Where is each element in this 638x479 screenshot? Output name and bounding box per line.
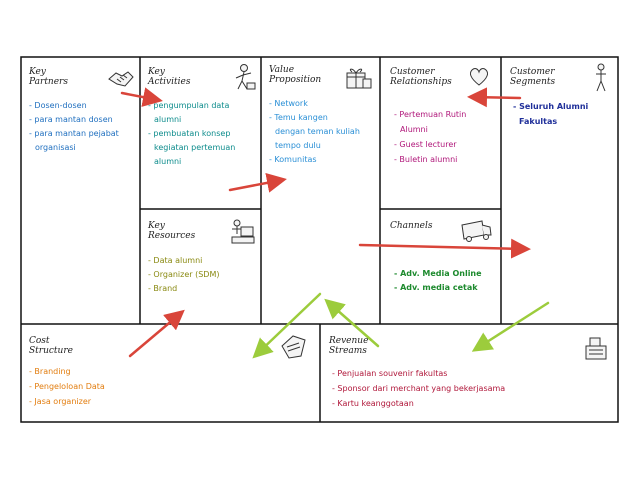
title-line: Activities: [148, 77, 191, 87]
list-item: Fakultas: [519, 117, 558, 126]
key-activities-block: Key Activities - pengumpulan data alumni…: [140, 57, 261, 209]
list-item: - Pengeloloan Data: [29, 382, 105, 391]
title-line: Cost: [29, 336, 50, 346]
title-line: Key: [148, 221, 165, 231]
list-item: - Sponsor dari merchant yang bekerjasama: [332, 384, 506, 393]
channels-list: - Adv. Media Online - Adv. media cetak: [394, 267, 482, 295]
list-item: kegiatan pertemuan: [154, 143, 236, 152]
key-partners-title: Key Partners: [29, 67, 68, 87]
cost-structure-title: Cost Structure: [29, 336, 73, 356]
list-item: - para mantan dosen: [29, 115, 113, 124]
key-partners-block: Key Partners - Dosen-dosen - para mantan…: [21, 57, 140, 324]
revenue-streams-title: Revenue Streams: [329, 336, 368, 356]
cost-structure-list: - Branding - Pengeloloan Data - Jasa org…: [29, 364, 105, 409]
cash-register-icon: [585, 337, 607, 360]
list-item: - Branding: [29, 367, 71, 376]
list-item: - Guest lecturer: [394, 140, 457, 149]
title-line: Channels: [390, 221, 433, 231]
gift-icon: [346, 68, 372, 89]
list-item: - Organizer (SDM): [148, 270, 220, 279]
list-item: organisasi: [35, 143, 76, 152]
customer-relationships-block: Customer Relationships - Pertemuan Rutin…: [380, 57, 501, 209]
list-item: Alumni: [400, 125, 428, 134]
list-item: tempo dulu: [275, 141, 321, 150]
list-item: - pengumpulan data: [148, 101, 230, 110]
title-line: Key: [29, 67, 46, 77]
list-item: - Buletin alumni: [394, 155, 458, 164]
title-line: Structure: [29, 346, 73, 356]
title-line: Partners: [29, 77, 68, 87]
title-line: Streams: [329, 346, 367, 356]
key-resources-title: Key Resources: [148, 221, 195, 241]
value-proposition-title: Value Proposition: [269, 65, 321, 85]
list-item: - Jasa organizer: [29, 397, 92, 406]
list-item: - para mantan pejabat: [29, 129, 119, 138]
list-item: - pembuatan konsep: [148, 129, 231, 138]
list-item: alumni: [154, 115, 182, 124]
channels-title: Channels: [390, 221, 432, 231]
title-line: Resources: [148, 231, 196, 241]
computer-icon: [231, 219, 255, 244]
truck-icon: [461, 220, 492, 242]
list-item: - Komunitas: [269, 155, 317, 164]
title-line: Customer: [390, 67, 435, 77]
title-line: Proposition: [269, 75, 322, 85]
key-resources-list: - Data alumni - Organizer (SDM) - Brand: [148, 254, 219, 296]
title-line: Value: [269, 65, 295, 75]
price-tag-icon: [281, 335, 306, 359]
list-item: dengan teman kuliah: [275, 127, 360, 136]
person-icon: [596, 63, 606, 92]
value-proposition-list: - Network - Temu kangen dengan teman kul…: [269, 97, 360, 167]
channels-block: Channels - Adv. Media Online - Adv. medi…: [380, 209, 501, 324]
title-line: Relationships: [390, 77, 452, 87]
list-item: - Dosen-dosen: [29, 101, 87, 110]
cost-structure-block: Cost Structure - Branding - Pengeloloan …: [21, 324, 320, 422]
list-item: - Adv. media cetak: [394, 283, 478, 292]
heart-icon: [470, 68, 488, 86]
list-item: - Adv. Media Online: [394, 269, 482, 278]
list-item: - Pertemuan Rutin: [394, 110, 467, 119]
list-item: - Brand: [148, 284, 178, 293]
revenue-streams-list: - Penjualan souvenir fakultas - Sponsor …: [332, 366, 505, 411]
title-line: Segments: [510, 77, 556, 87]
customer-relationships-title: Customer Relationships: [390, 67, 452, 87]
list-item: alumni: [154, 157, 182, 166]
key-activities-title: Key Activities: [148, 67, 190, 87]
key-partners-list: - Dosen-dosen - para mantan dosen - para…: [29, 99, 119, 155]
handshake-icon: [108, 71, 134, 87]
customer-segments-block: Customer Segments - Seluruh Alumni Fakul…: [501, 57, 618, 324]
value-proposition-block: Value Proposition - Network - Temu kange…: [261, 57, 380, 324]
key-activities-list: - pengumpulan data alumni - pembuatan ko…: [148, 99, 235, 169]
customer-relationships-list: - Pertemuan Rutin Alumni - Guest lecture…: [394, 107, 466, 167]
list-item: - Network: [269, 99, 308, 108]
worker-icon: [235, 64, 256, 90]
key-resources-block: Key Resources - Data alumni - Organizer …: [140, 209, 261, 324]
list-item: - Temu kangen: [269, 113, 328, 122]
title-line: Revenue: [329, 336, 369, 346]
list-item: - Seluruh Alumni: [513, 102, 589, 111]
revenue-streams-block: Revenue Streams - Penjualan souvenir fak…: [320, 324, 618, 422]
customer-segments-title: Customer Segments: [510, 67, 555, 87]
title-line: Customer: [510, 67, 555, 77]
customer-segments-list: - Seluruh Alumni Fakultas: [513, 99, 588, 129]
title-line: Key: [148, 67, 165, 77]
list-item: - Data alumni: [148, 256, 203, 265]
list-item: - Kartu keanggotaan: [332, 399, 414, 408]
list-item: - Penjualan souvenir fakultas: [332, 369, 448, 378]
